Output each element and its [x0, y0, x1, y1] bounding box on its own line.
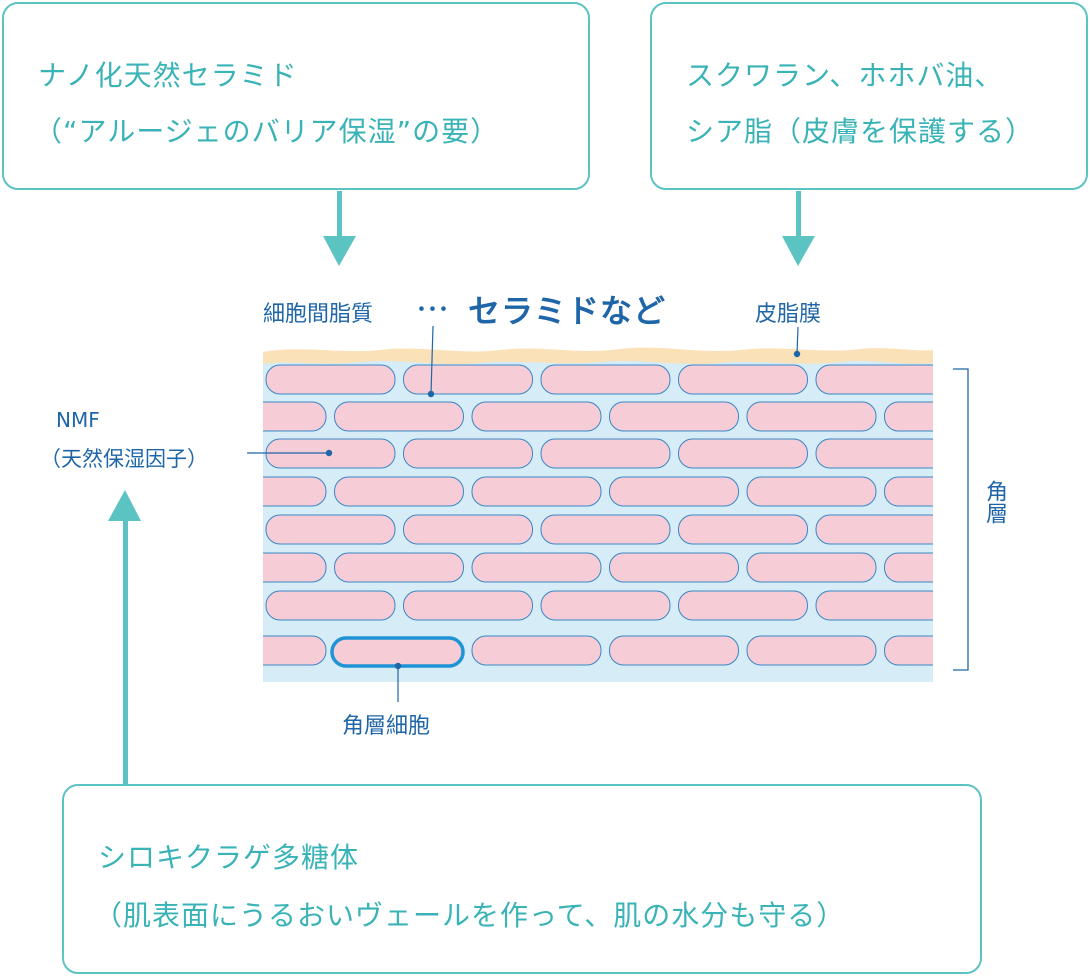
- corneocyte-cell: [265, 590, 396, 621]
- nmf-full-label: （天然保湿因子）: [40, 447, 208, 471]
- tremella-arrow: [108, 490, 141, 784]
- nmf-label: NMF: [56, 408, 100, 432]
- intercellular-leader-line: [430, 325, 434, 395]
- corneocyte-cell: [609, 401, 739, 432]
- corneocyte-cell: [678, 590, 808, 621]
- corneocyte-cell: [815, 438, 933, 469]
- ceramide-callout-subtitle: （“アルージェのバリア保湿”の要）: [34, 115, 500, 148]
- ceramide-arrow: [323, 191, 356, 266]
- sebum-leader-dot: [793, 350, 801, 358]
- corneocyte-cell: [334, 401, 464, 432]
- corneocyte-cell: [471, 552, 602, 583]
- corneocyte-cell: [129, 365, 258, 394]
- corneocyte-cell: [1022, 553, 1090, 582]
- corneocyte-cell: [746, 635, 877, 666]
- corneocyte-cell: [884, 476, 933, 507]
- oils-arrow: [782, 191, 815, 266]
- corneocyte-cell: [129, 515, 258, 544]
- corneocyte-cell: [0, 477, 51, 506]
- tremella-callout-title: シロキクラゲ多糖体: [98, 841, 360, 874]
- corneocyte-cell: [0, 636, 51, 665]
- corneocyte-leader-dot: [394, 662, 402, 670]
- corneocyte-cell: [403, 590, 533, 621]
- corneocyte-cell: [954, 365, 1083, 394]
- corneocyte-cell: [403, 364, 533, 395]
- corneocyte-cell: [1022, 636, 1090, 665]
- corneocyte-cell: [746, 401, 877, 432]
- corneocyte-cell: [609, 552, 739, 583]
- intercellular-lipid-label: 細胞間脂質: [263, 302, 374, 327]
- tremella-callout-box: シロキクラゲ多糖体 （肌表面にうるおいヴェールを作って、肌の水分も守る）: [62, 784, 982, 974]
- corneocyte-cell: [1022, 477, 1090, 506]
- oils-callout-subtitle: シア脂（皮膚を保護する）: [686, 115, 1035, 148]
- corneocyte-cell: [265, 514, 396, 545]
- corneocyte-cell: [471, 635, 602, 666]
- corneocyte-cell: [0, 365, 120, 394]
- corneocyte-cell: [0, 553, 51, 582]
- corneocyte-cell: [746, 476, 877, 507]
- corneocyte-cell: [815, 364, 933, 395]
- corneocyte-cell: [884, 552, 933, 583]
- corneocyte-cell: [540, 590, 671, 621]
- corneocyte-cell: [540, 438, 671, 469]
- tremella-callout-subtitle: （肌表面にうるおいヴェールを作って、肌の水分も守る）: [94, 899, 846, 932]
- corneocyte-highlight: [330, 636, 465, 668]
- corneocyte-cell: [0, 515, 120, 544]
- corneocyte-cell: [263, 635, 327, 666]
- corneocyte-cell: [0, 402, 51, 431]
- corneocyte-cell: [609, 635, 739, 666]
- corneocyte-cell: [1022, 402, 1090, 431]
- stratum-corneum-label: 角層: [982, 480, 1007, 524]
- corneocyte-cell: [265, 364, 396, 395]
- corneocyte-cell: [540, 514, 671, 545]
- nmf-leader-dot: [325, 449, 333, 457]
- oils-callout-title: スクワラン、ホホバ油、: [686, 59, 1004, 92]
- ellipsis-dots: ･･･: [416, 298, 450, 323]
- corneocyte-cell: [334, 476, 464, 507]
- corneocyte-cell: [884, 635, 933, 666]
- corneocyte-cell: [403, 514, 533, 545]
- corneocyte-cell: [954, 591, 1083, 620]
- corneocyte-cell: [954, 515, 1083, 544]
- corneocyte-cell: [263, 552, 327, 583]
- corneocyte-label: 角層細胞: [342, 714, 431, 739]
- corneocyte-cell: [678, 364, 808, 395]
- corneocyte-cell: [471, 476, 602, 507]
- sebum-film-label: 皮脂膜: [755, 302, 822, 327]
- oils-callout-box: スクワラン、ホホバ油、 シア脂（皮膚を保護する）: [650, 2, 1088, 190]
- corneocyte-cell: [884, 401, 933, 432]
- corneocyte-cell: [471, 401, 602, 432]
- corneocyte-cell: [263, 476, 327, 507]
- corneocyte-cell: [540, 364, 671, 395]
- stratum-corneum-bracket: [953, 368, 969, 671]
- corneocyte-cell: [815, 514, 933, 545]
- corneocyte-cell: [678, 438, 808, 469]
- ceramide-callout-title: ナノ化天然セラミド: [38, 59, 298, 92]
- corneocyte-cell: [954, 439, 1083, 468]
- corneocyte-cell: [678, 514, 808, 545]
- sebum-leader-line: [796, 326, 799, 355]
- sebum-film: [263, 347, 933, 365]
- ceramide-etc-label: セラミドなど: [468, 292, 667, 330]
- corneocyte-cell: [0, 591, 120, 620]
- corneocyte-cell: [746, 552, 877, 583]
- intercellular-leader-dot: [427, 390, 435, 398]
- ceramide-callout-box: ナノ化天然セラミド （“アルージェのバリア保湿”の要）: [2, 2, 590, 190]
- corneocyte-cell: [815, 590, 933, 621]
- corneocyte-cell: [334, 552, 464, 583]
- corneocyte-cell: [609, 476, 739, 507]
- corneocyte-cell: [403, 438, 533, 469]
- corneocyte-cell: [129, 591, 258, 620]
- corneocyte-cell: [263, 401, 327, 432]
